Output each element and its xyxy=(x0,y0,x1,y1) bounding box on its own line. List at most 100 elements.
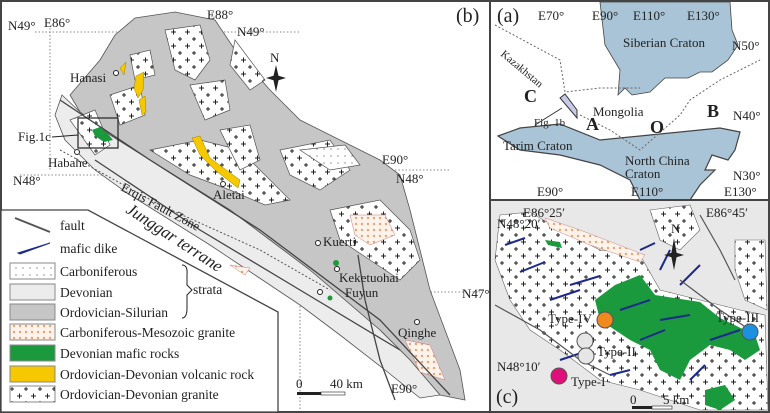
coord-e90: E90° xyxy=(592,8,618,23)
panel-c-map: E86°25′ E86°45′ N48°20′ N48°10′ N Type-I… xyxy=(489,199,770,413)
panel-b-label: (b) xyxy=(456,5,479,27)
place-habahe: Habahe xyxy=(48,155,88,170)
legend: fault mafic dike Carboniferous Devonian … xyxy=(0,209,279,413)
place-keketuohai: Keketuohai xyxy=(339,270,399,285)
siberian-craton xyxy=(599,1,739,97)
legend-ordovician-silurian: Ordovician-Silurian xyxy=(60,305,168,320)
svg-text:0: 0 xyxy=(296,376,303,391)
legend-devonian-swatch xyxy=(9,283,56,301)
type-iii-label: Type-III xyxy=(716,310,759,325)
north-arrow-c-icon: N xyxy=(664,221,684,270)
legend-ord-sil-swatch xyxy=(9,303,56,321)
coord-e110: E110° xyxy=(633,8,665,23)
coord-n49-right: N49° xyxy=(237,24,265,39)
granite-area-c2 xyxy=(649,204,701,251)
coord-e88: E88° xyxy=(207,7,233,22)
coord-e130: E130° xyxy=(687,8,720,23)
ordovician-devonian-volcanic-areas xyxy=(119,61,241,189)
coord-n50: N50° xyxy=(732,38,760,53)
caob-a: A xyxy=(586,114,599,134)
svg-text:0: 0 xyxy=(630,392,637,407)
place-hanasi: Hanasi xyxy=(70,70,106,85)
sample-type-ii-marker xyxy=(577,347,595,365)
fig1c-leader xyxy=(51,134,79,138)
legend-mafic-swatch xyxy=(9,344,56,362)
legend-devonian-mafic: Devonian mafic rocks xyxy=(60,346,179,361)
fault-lines xyxy=(59,99,451,401)
north-china-label: North China xyxy=(625,153,690,168)
mafic-dikes-c xyxy=(504,237,741,381)
legend-od-granite: Ordovician-Devonian granite xyxy=(60,387,219,402)
settlements xyxy=(74,70,420,325)
fig1b-area xyxy=(559,93,578,120)
mafic-rocks-c3 xyxy=(545,240,562,248)
legend-volcanic-swatch xyxy=(9,365,56,383)
coord-e130-bottom: E130° xyxy=(724,184,757,199)
coord-n48-20: N48°20′ xyxy=(497,216,541,231)
sample-type-ii-marker xyxy=(576,332,594,350)
type-i-label: Type-I xyxy=(571,374,605,389)
place-qinghe: Qinghe xyxy=(398,325,437,340)
caob-c: C xyxy=(524,86,537,106)
country-boundaries xyxy=(494,24,761,151)
coord-e70: E70° xyxy=(538,8,564,23)
north-arrow-icon: N xyxy=(266,50,286,92)
legend-devonian: Devonian xyxy=(60,285,113,300)
coord-e86: E86° xyxy=(44,15,70,30)
strata-brace xyxy=(181,264,193,319)
panel-a-label: (a) xyxy=(497,5,519,27)
sample-type-iv-marker xyxy=(596,311,614,329)
tarim-north-china-craton xyxy=(496,123,741,201)
legend-mafic-dike: mafic dike xyxy=(60,241,117,256)
coord-n40: N40° xyxy=(733,108,761,123)
panel-a-map: (a) E70° E90° E110° E130° N50° N40° N30°… xyxy=(489,0,770,201)
place-aletai: Aletai xyxy=(213,187,245,202)
coord-n48-right: N48° xyxy=(396,171,424,186)
coord-n48-left: N48° xyxy=(13,173,41,188)
fig1c-box xyxy=(77,117,119,149)
legend-carboniferous-mesozoic-granite: Carboniferous-Mesozoic granite xyxy=(60,325,235,340)
svg-text:N: N xyxy=(671,221,681,236)
coord-e90-bottom: E90° xyxy=(537,184,563,199)
legend-granite-swatch xyxy=(9,385,56,403)
fig1b-label: Fig. 1b xyxy=(534,117,566,129)
tarim-craton-label: Tarim Craton xyxy=(503,138,573,153)
mafic-spot xyxy=(327,295,333,301)
mafic-spot xyxy=(333,260,339,266)
legend-strata: strata xyxy=(193,282,222,297)
place-fuyun: Fuyun xyxy=(345,285,379,300)
legend-cm-granite-swatch xyxy=(9,323,56,341)
craton-label: Craton xyxy=(625,166,661,181)
svg-text:5 km: 5 km xyxy=(663,392,689,407)
mafic-rocks-c2 xyxy=(705,385,735,410)
faults-c xyxy=(494,214,751,376)
graticule xyxy=(20,12,480,410)
fig1b-leader xyxy=(534,107,563,126)
granite-area-c3 xyxy=(734,239,768,311)
coord-e90-top: E90° xyxy=(382,152,408,167)
cm-granite-c xyxy=(544,217,646,263)
legend-fault: fault xyxy=(60,218,85,233)
coord-n47: N47° xyxy=(462,286,490,301)
siberian-craton-label: Siberian Craton xyxy=(623,35,705,50)
legend-dike-swatch xyxy=(16,242,51,255)
coord-e86-25: E86°25′ xyxy=(523,205,565,220)
svg-text:40 km: 40 km xyxy=(330,376,363,391)
sample-type-i-marker xyxy=(550,367,568,385)
carboniferous-mesozoic-granite-areas xyxy=(229,214,446,381)
legend-carboniferous: Carboniferous xyxy=(60,264,137,279)
legend-carboniferous-swatch xyxy=(9,262,56,280)
devonian-mafic-rocks-area xyxy=(92,127,113,142)
svg-text:N: N xyxy=(270,50,280,65)
place-kuerti: Kuerti xyxy=(323,234,357,249)
fig1c-label: Fig.1c xyxy=(18,129,51,144)
caob-o: O xyxy=(650,117,664,137)
caob-b: B xyxy=(707,101,719,121)
coord-n49-left: N49° xyxy=(8,18,36,33)
mongolia-label: Mongolia xyxy=(593,104,644,119)
coord-n30: N30° xyxy=(733,168,761,183)
panel-c-label: (c) xyxy=(496,386,518,408)
mafic-rocks-c xyxy=(595,275,760,380)
carboniferous-area xyxy=(299,144,361,171)
